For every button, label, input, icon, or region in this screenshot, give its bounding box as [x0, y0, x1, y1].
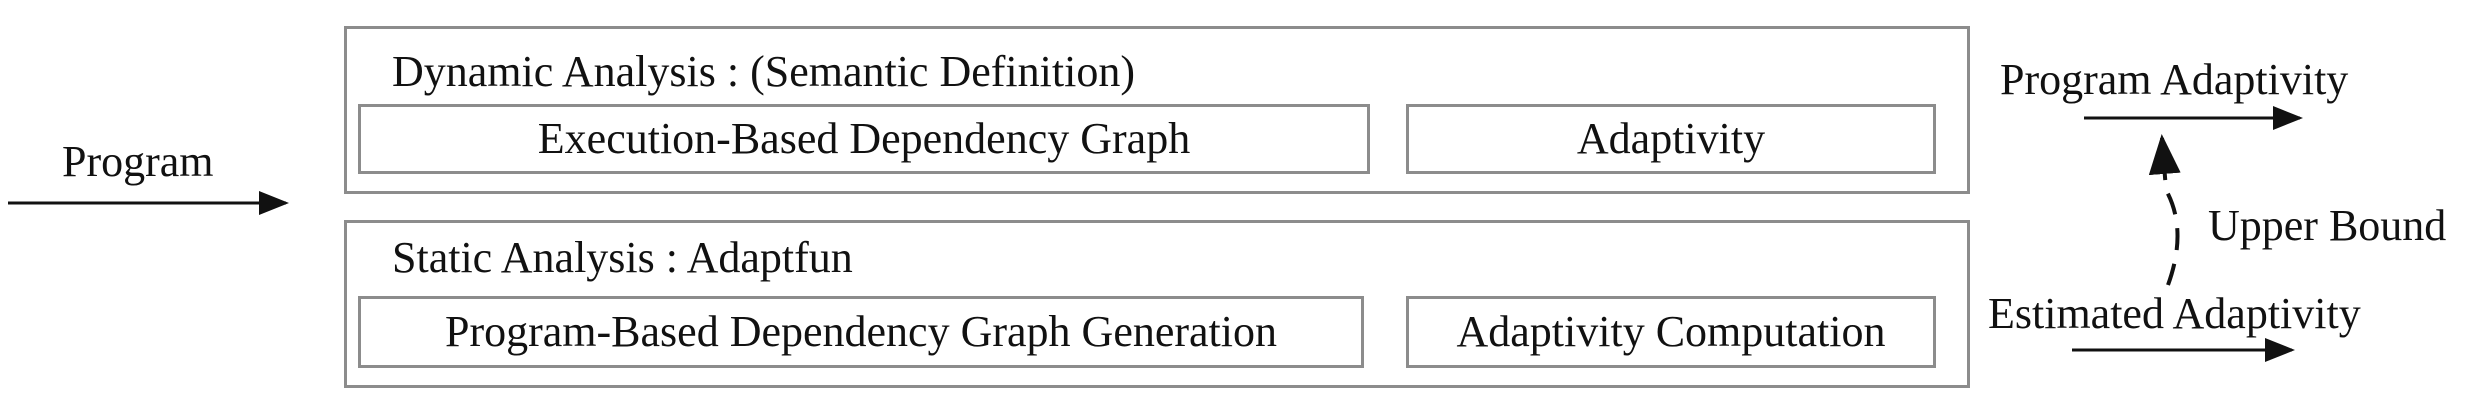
upper-bound-arrow — [2148, 134, 2181, 286]
adaptivity-box: Adaptivity — [1406, 104, 1936, 174]
program-dependency-graph-generation-box: Program-Based Dependency Graph Generatio… — [358, 296, 1364, 368]
static-analysis-title: Static Analysis : Adaptfun — [392, 233, 853, 282]
upper-bound-label: Upper Bound — [2208, 201, 2447, 250]
adaptivity-computation-box: Adaptivity Computation — [1406, 296, 1936, 368]
execution-dependency-graph-box: Execution-Based Dependency Graph — [358, 104, 1370, 174]
dynamic-analysis-title: Dynamic Analysis : (Semantic Definition) — [392, 47, 1135, 96]
program-adaptivity-label: Program Adaptivity — [2000, 55, 2349, 104]
estimated-adaptivity-label: Estimated Adaptivity — [1988, 289, 2361, 338]
input-program-label: Program — [62, 137, 214, 186]
